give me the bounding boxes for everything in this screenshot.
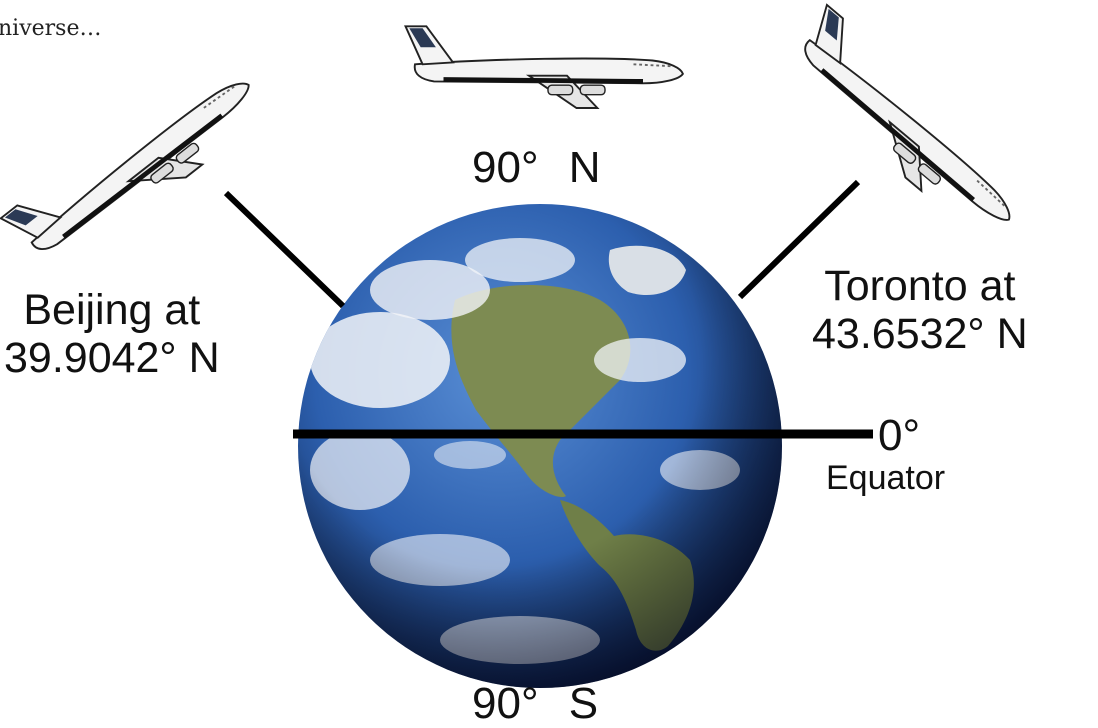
south-pole-label: 90° S: [472, 682, 598, 726]
north-pole-degrees: 90°: [472, 143, 539, 192]
caption-text: niverse…: [0, 16, 102, 41]
beijing-latitude-line: [223, 190, 346, 309]
airplane-beijing-icon: [1, 48, 270, 283]
toronto-label-line1: Toronto at: [824, 262, 1016, 310]
airplane-north-icon: [406, 26, 683, 108]
beijing-label-line2: 39.9042° N: [4, 334, 220, 383]
toronto-label: Toronto at 43.6532° N: [812, 262, 1028, 358]
south-pole-direction: S: [568, 679, 599, 728]
north-pole-label: 90° N: [472, 146, 601, 190]
north-pole-direction: N: [568, 143, 601, 192]
beijing-label: Beijing at 39.9042° N: [4, 286, 220, 382]
equator-label: Equator: [826, 459, 946, 497]
beijing-label-line1: Beijing at: [23, 286, 201, 334]
south-pole-degrees: 90°: [472, 679, 539, 728]
toronto-label-line2: 43.6532° N: [812, 310, 1028, 359]
earth-globe: [298, 204, 782, 688]
equator-degrees: 0°: [878, 411, 921, 460]
toronto-latitude-line: [737, 179, 861, 300]
airplane-toronto-icon: [774, 5, 1039, 246]
